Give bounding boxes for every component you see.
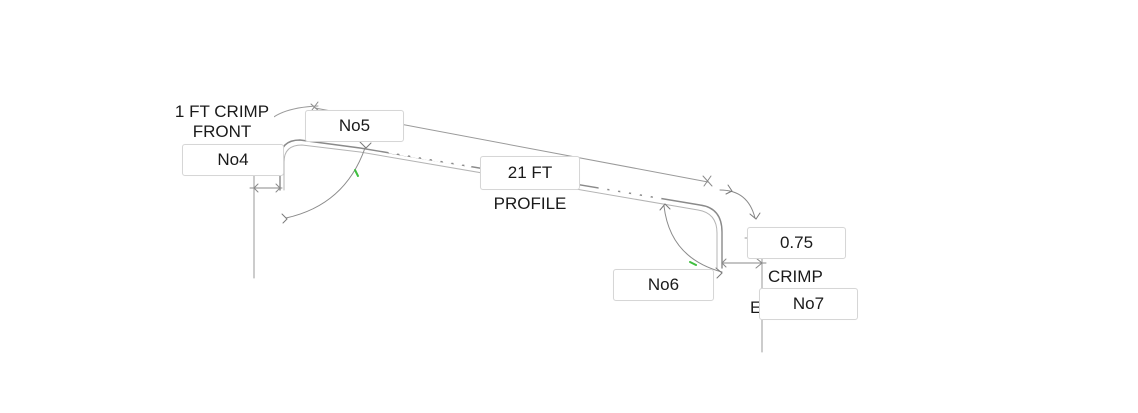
bend-no4-arc (285, 147, 366, 219)
bend-no4-arrow (281, 141, 372, 224)
front-crimp-line2: FRONT (192, 122, 252, 141)
bend-no7-arrow (725, 184, 761, 220)
bend-no6-arc (663, 205, 723, 273)
bend-no6-arrow (659, 203, 723, 279)
bend-label-no7[interactable]: No7 (759, 288, 858, 320)
front-crimp-label: 1 FT CRIMP FRONT (170, 98, 274, 144)
profile-line1[interactable]: 21 FT (480, 156, 580, 190)
bend-label-no5[interactable]: No5 (305, 110, 404, 142)
bend-label-no4[interactable]: No4 (182, 144, 284, 176)
front-crimp-line1: 1 FT CRIMP (174, 102, 270, 121)
profile-break-dashes (388, 150, 662, 200)
bend-no6-accent (689, 261, 697, 266)
bend-label-no6[interactable]: No6 (613, 269, 714, 301)
profile-label: 21 FT PROFILE (480, 156, 580, 214)
right-end-dimension (721, 257, 767, 269)
length-dim-tick-right (702, 175, 713, 187)
profile-line2: PROFILE (493, 194, 567, 213)
profile-part-inner (283, 144, 718, 269)
end-crimp-line2: E (750, 298, 762, 317)
end-dimension-label[interactable]: 0.75 (747, 227, 846, 259)
bend-no4-accent (354, 169, 359, 177)
bend-no7-arc (719, 189, 756, 219)
left-end-dimension (249, 183, 283, 193)
end-crimp-line1: CRIMP (768, 267, 823, 286)
